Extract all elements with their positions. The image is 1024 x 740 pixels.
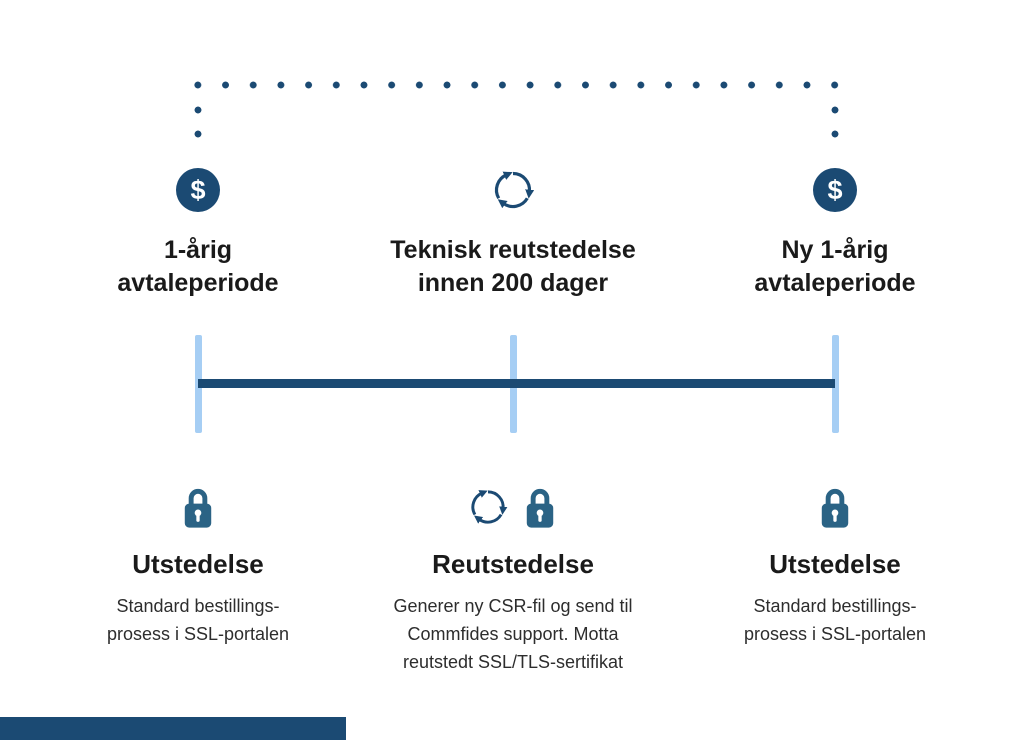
dotted-bracket-right xyxy=(831,98,839,146)
event-description-middle: Generer ny CSR-fil og send til Commfides… xyxy=(393,596,633,672)
sync-arrows-icon xyxy=(494,171,535,209)
dollar-circle-icon: $ xyxy=(813,168,857,212)
stage-title-middle: Teknisk reutstedelse innen 200 dager xyxy=(390,236,636,297)
event-title-right: Utstedelse xyxy=(769,549,901,579)
event-title-middle: Reutstedelse xyxy=(432,549,594,579)
lock-icon xyxy=(184,488,212,528)
stage-icon-right: $ xyxy=(685,165,985,215)
dotted-bracket-top xyxy=(184,81,849,89)
dollar-circle-icon: $ xyxy=(176,168,220,212)
event-icon-middle xyxy=(363,482,663,532)
stage-title-left: 1-årig avtaleperiode xyxy=(117,236,279,297)
dotted-bracket-left xyxy=(194,98,202,146)
lock-icon xyxy=(526,488,554,528)
lock-icon xyxy=(821,488,849,528)
event-title-left: Utstedelse xyxy=(132,549,264,579)
event-description-right: Standard bestillings- prosess i SSL-port… xyxy=(743,596,927,644)
stage-title-right: Ny 1-årig avtaleperiode xyxy=(754,236,916,297)
stage-icon-middle xyxy=(363,165,663,215)
stage-icon-left: $ xyxy=(48,165,348,215)
timeline-line xyxy=(198,379,835,388)
sync-arrows-icon xyxy=(471,490,508,524)
timeline-tick-right xyxy=(832,335,839,433)
event-icon-left xyxy=(48,482,348,532)
event-description-left: Standard bestillings- prosess i SSL-port… xyxy=(106,596,290,644)
event-icon-right xyxy=(685,482,985,532)
footer-bar xyxy=(0,717,346,740)
